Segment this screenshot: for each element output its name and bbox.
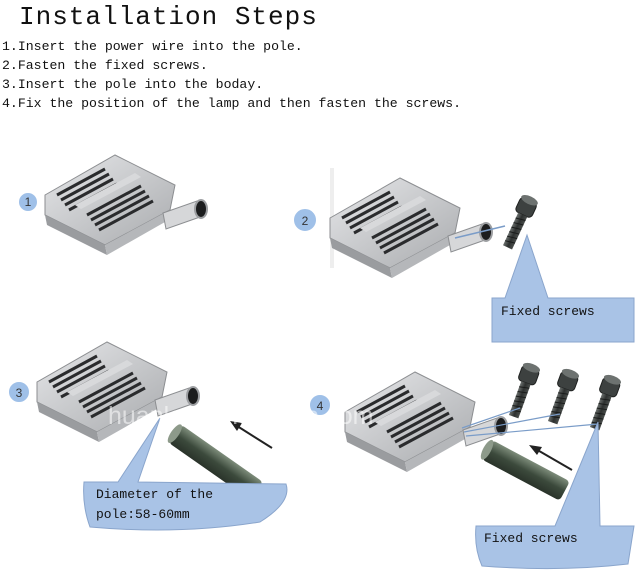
insert-arrow — [233, 423, 273, 449]
screw-image — [585, 372, 623, 433]
callout-bubble — [475, 421, 635, 570]
step-badge-label: 2 — [302, 214, 309, 228]
pointer-line — [454, 225, 506, 239]
callout-label-line1: Diameter of the — [96, 487, 213, 502]
callout-bubble — [491, 233, 635, 343]
insert-arrow — [533, 447, 573, 471]
callout-bubble — [83, 417, 288, 531]
callout-label: Fixed screws — [501, 304, 595, 319]
panel-3: 3 Diameter of the pole:58-60mm — [7, 340, 288, 531]
screw-image — [498, 192, 540, 252]
step-item-1: 1.Insert the power wire into the pole. — [2, 39, 303, 54]
watermark: huanled.en.alibaba.com — [108, 402, 373, 430]
step-badge — [292, 207, 318, 233]
step-badge — [7, 380, 31, 404]
step-badge — [17, 191, 39, 213]
step-badge-label: 3 — [16, 386, 23, 400]
step-badge-label: 4 — [317, 399, 324, 413]
pole-image — [480, 439, 569, 500]
step-badge — [308, 393, 332, 417]
step-item-3: 3.Insert the pole into the boday. — [2, 77, 264, 92]
step-item-4: 4.Fix the position of the lamp and then … — [2, 96, 461, 111]
lamp-image — [328, 176, 494, 280]
callout-label-line2: pole:58-60mm — [96, 507, 190, 522]
callout-label: Fixed screws — [484, 531, 578, 546]
step-item-2: 2.Fasten the fixed screws. — [2, 58, 208, 73]
pole-image — [167, 424, 262, 499]
panel-1: 1 — [17, 153, 209, 257]
screw-image — [543, 366, 581, 427]
panel-2: 2 Fixed screws — [292, 168, 635, 343]
step-badge-label: 1 — [25, 195, 32, 209]
panel-4: 4 Fixed screws — [308, 360, 635, 570]
lamp-image — [43, 153, 209, 257]
page-title: Installation Steps — [19, 2, 318, 32]
steps-list: 1.Insert the power wire into the pole. 2… — [2, 37, 461, 113]
